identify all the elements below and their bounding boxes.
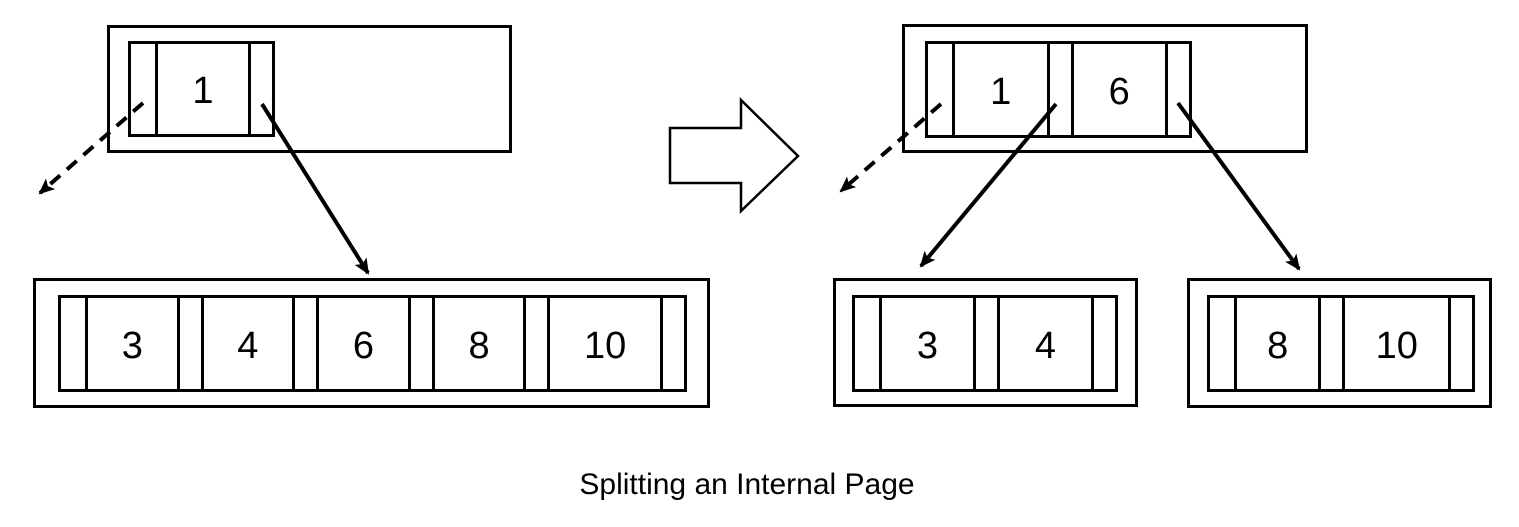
after-left-child-slot-row: 3 4: [852, 295, 1118, 392]
key-cell: 8: [431, 298, 524, 389]
pointer-slot: [523, 298, 547, 389]
key-cell: 3: [879, 298, 973, 389]
pointer-slot: [248, 44, 272, 134]
pointer-slot: [61, 298, 85, 389]
diagram-caption: Splitting an Internal Page: [579, 468, 915, 501]
key-cell: 8: [1234, 298, 1318, 389]
after-right-child-page: 8 10: [1187, 278, 1492, 408]
pointer-slot: [855, 298, 879, 389]
pointer-slot: [1448, 298, 1472, 389]
key-cell: 4: [200, 298, 293, 389]
pointer-slot: [1046, 44, 1071, 135]
pointer-slot: [176, 298, 201, 389]
before-child-slot-row: 3 4 6 8 10: [58, 295, 687, 392]
pointer-slot: [1318, 298, 1342, 389]
key-cell: 4: [997, 298, 1091, 389]
transform-block-arrow-icon: [668, 97, 800, 214]
before-internal-page: 1: [107, 25, 512, 153]
key-cell: 1: [155, 44, 248, 134]
before-child-page: 3 4 6 8 10: [33, 278, 710, 408]
pointer-slot: [292, 298, 316, 389]
pointer-slot: [1091, 298, 1115, 389]
after-left-child-page: 3 4: [833, 278, 1138, 407]
pointer-slot: [660, 298, 684, 389]
pointer-slot: [407, 298, 432, 389]
pointer-slot: [1165, 44, 1189, 135]
key-cell: 1: [952, 44, 1047, 135]
after-internal-slot-row: 1 6: [925, 41, 1192, 138]
key-cell: 10: [547, 298, 660, 389]
key-cell: 10: [1342, 298, 1448, 389]
key-cell: 6: [1070, 44, 1166, 135]
key-cell: 6: [316, 298, 408, 389]
after-right-child-slot-row: 8 10: [1207, 295, 1475, 392]
key-cell: 3: [85, 298, 177, 389]
after-internal-page: 1 6: [902, 24, 1308, 153]
pointer-slot: [928, 44, 952, 135]
pointer-slot: [1210, 298, 1234, 389]
before-internal-slot-row: 1: [128, 41, 275, 137]
pointer-slot: [131, 44, 155, 134]
pointer-slot: [973, 298, 997, 389]
